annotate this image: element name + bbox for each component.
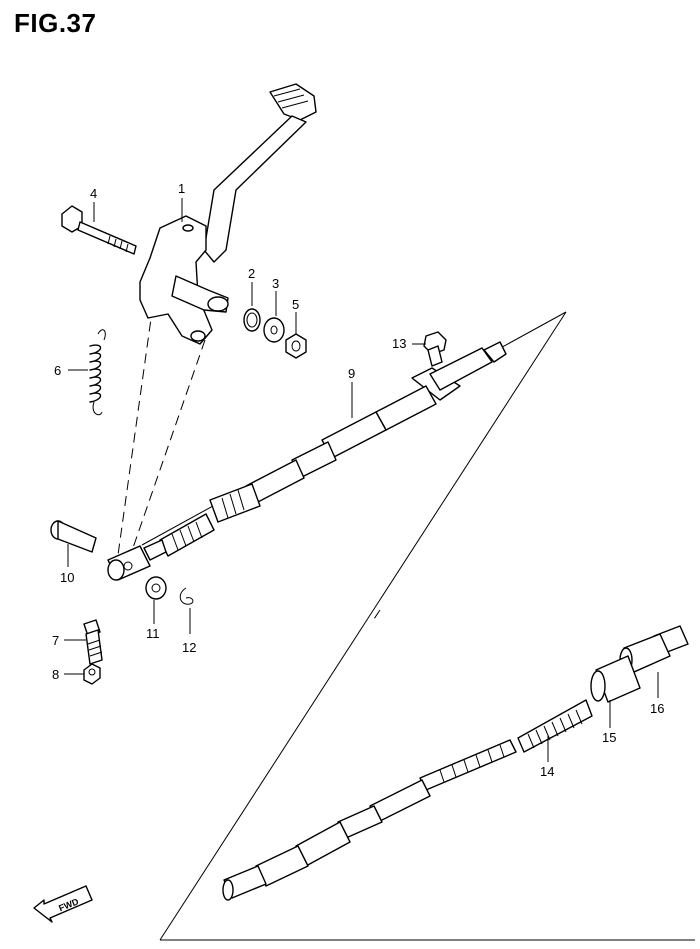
clevis-pin-part-10[interactable] bbox=[50, 520, 97, 553]
figure-title: FIG.37 bbox=[14, 8, 97, 38]
callout-3: 3 bbox=[272, 276, 279, 291]
fwd-arrow-icon: FWD bbox=[33, 885, 93, 923]
sleeve-part-15[interactable] bbox=[590, 655, 641, 703]
callout-8: 8 bbox=[52, 667, 59, 682]
callout-leaders bbox=[64, 198, 659, 762]
callout-5: 5 bbox=[292, 297, 299, 312]
washer-part-3[interactable] bbox=[263, 317, 285, 343]
callout-13: 13 bbox=[392, 336, 406, 351]
brake-pedal-part-1[interactable] bbox=[139, 83, 317, 345]
guide-lines bbox=[117, 289, 381, 623]
callout-2: 2 bbox=[248, 266, 255, 281]
callout-10: 10 bbox=[60, 570, 74, 585]
nut-part-5[interactable] bbox=[285, 333, 307, 359]
cable-part-9[interactable] bbox=[143, 341, 507, 561]
cotter-clip-part-12[interactable] bbox=[179, 587, 194, 605]
callout-numbers: 1 2 3 4 5 6 7 8 9 10 11 12 13 14 15 16 bbox=[52, 181, 664, 779]
callout-12: 12 bbox=[182, 640, 196, 655]
callout-11: 11 bbox=[146, 626, 160, 641]
callout-9: 9 bbox=[348, 366, 355, 381]
nut-part-8[interactable] bbox=[83, 663, 101, 685]
callout-6: 6 bbox=[54, 363, 61, 378]
bolt-part-7[interactable] bbox=[83, 619, 103, 665]
callout-14: 14 bbox=[540, 764, 554, 779]
bolt-part-4[interactable] bbox=[61, 205, 137, 255]
callout-1: 1 bbox=[178, 181, 185, 196]
rear-cable-assembly[interactable] bbox=[222, 739, 517, 901]
o-ring-part-2[interactable] bbox=[243, 308, 261, 332]
clevis-joint[interactable] bbox=[107, 545, 151, 581]
callout-16: 16 bbox=[650, 701, 664, 716]
callout-7: 7 bbox=[52, 633, 59, 648]
bolt-part-13[interactable] bbox=[423, 331, 447, 367]
callout-15: 15 bbox=[602, 730, 616, 745]
washer-part-11[interactable] bbox=[145, 576, 167, 600]
spring-part-6[interactable] bbox=[89, 329, 106, 416]
spring-part-14[interactable] bbox=[517, 699, 593, 753]
callout-4: 4 bbox=[90, 186, 97, 201]
